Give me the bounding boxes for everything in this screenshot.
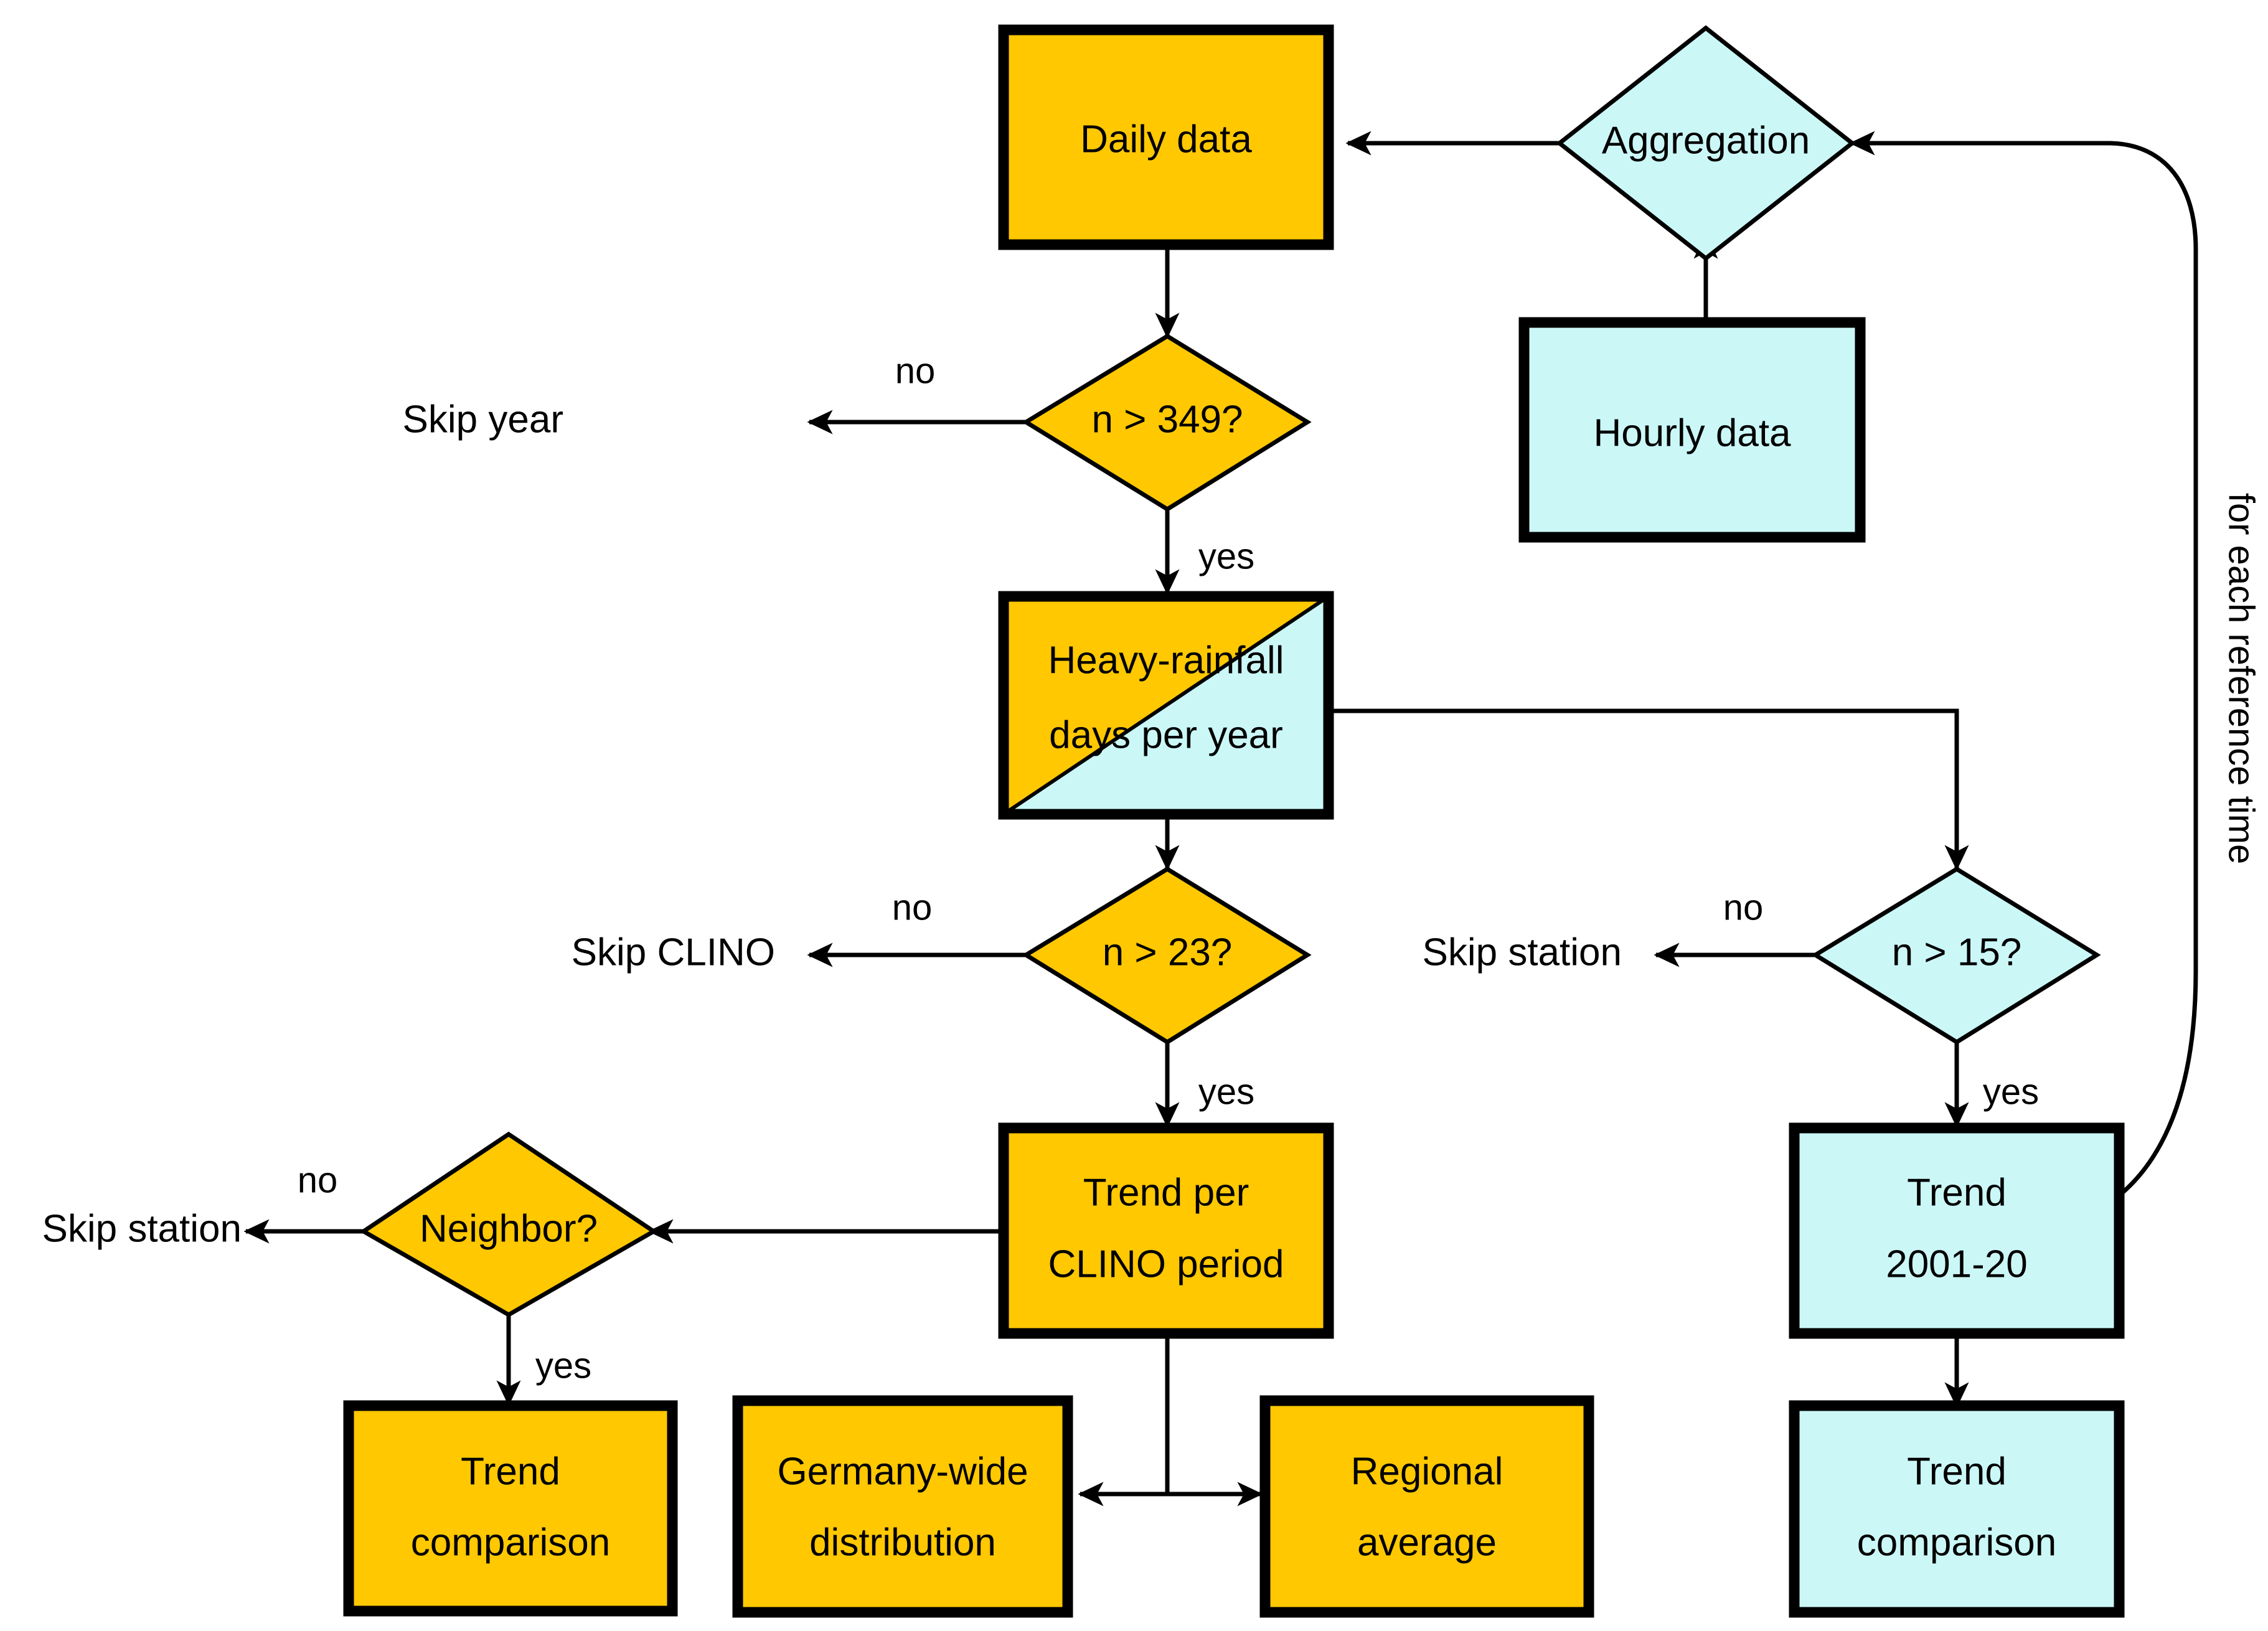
node-n-gt-23: n > 23? [1022,866,1312,1045]
terminal-skip-clino: Skip CLINO [572,931,775,974]
heavy-rainfall-label-line1: Heavy-rainfall [1048,639,1284,682]
regional-average-box [1259,1395,1594,1618]
trend-comparison-left-label-line1: Trend [461,1450,560,1493]
node-neighbor: Neighbor? [359,1131,658,1318]
daily-data-box [998,24,1334,250]
trend-per-clino-box [998,1122,1334,1339]
heavy-rainfall-label-line2: days per year [1049,713,1283,756]
node-daily-data: Daily data [998,24,1334,250]
trend-comparison-right-label-line1: Trend [1907,1450,2007,1493]
hourly-data-label: Hourly data [1593,411,1791,454]
trend-comparison-left-label-line2: comparison [411,1521,610,1564]
daily-data-label: Daily data [1080,118,1252,161]
edge-label-no-349: no [895,350,936,391]
regional-average-label-line1: Regional [1351,1450,1503,1493]
node-heavy-rainfall-days: Heavy-rainfall days per year [998,591,1334,820]
n-gt-15-diamond [1811,866,2101,1045]
neighbor-label: Neighbor? [420,1207,598,1250]
germany-wide-label-line1: Germany-wide [777,1450,1028,1493]
node-n-gt-349: n > 349? [1022,333,1312,512]
node-trend-2001-20: Trend 2001-20 [1789,1122,2125,1339]
node-regional-average: Regional average [1259,1395,1594,1618]
node-hourly-data: Hourly data [1518,317,1866,543]
trend-2001-20-label-line2: 2001-20 [1886,1243,2028,1286]
edge-label-no-23: no [892,887,933,928]
trend-per-clino-label-line2: CLINO period [1048,1243,1284,1286]
edge-label-yes-23: yes [1198,1071,1254,1112]
n-gt-15-label: n > 15? [1892,931,2022,974]
edge-heavy-rainfall-to-n15 [1330,708,1969,871]
edge-label-no-15: no [1723,887,1764,928]
edge-label-yes-neighbor: yes [535,1345,591,1386]
n-gt-349-diamond [1022,333,1312,512]
aggregation-diamond [1556,25,1856,261]
edge-loop-back-to-aggregation [1849,131,2198,1220]
node-germany-wide-distribution: Germany-wide distribution [732,1395,1073,1618]
trend-comparison-left-box [343,1400,678,1617]
node-trend-per-clino: Trend per CLINO period [998,1122,1334,1339]
trend-per-clino-label-line1: Trend per [1083,1171,1249,1214]
heavy-rainfall-box-outline [998,591,1334,820]
n-gt-23-label: n > 23? [1103,931,1233,974]
node-aggregation: Aggregation [1556,25,1856,261]
node-n-gt-15: n > 15? [1811,866,2101,1045]
trend-comparison-right-label-line2: comparison [1857,1521,2056,1564]
node-trend-comparison-left: Trend comparison [343,1400,678,1617]
terminal-skip-station-right: Skip station [1422,931,1622,974]
terminal-skip-year: Skip year [403,398,563,441]
node-trend-comparison-right: Trend comparison [1789,1400,2125,1618]
edge-label-no-neighbor: no [298,1160,338,1200]
heavy-rainfall-diagonal-divider [1004,596,1329,814]
edge-label-for-each-reference-time: for each reference time [2221,493,2262,864]
n-gt-23-diamond [1022,866,1312,1045]
trend-comparison-right-box [1789,1400,2125,1618]
trend-2001-20-box [1789,1122,2125,1339]
germany-wide-label-line2: distribution [809,1521,996,1564]
edge-label-yes-15: yes [1983,1071,2039,1112]
n-gt-349-label: n > 349? [1091,398,1243,441]
trend-2001-20-label-line1: Trend [1907,1171,2007,1214]
regional-average-label-line2: average [1357,1521,1497,1564]
germany-wide-box [732,1395,1073,1618]
neighbor-diamond [359,1131,658,1318]
aggregation-label: Aggregation [1602,119,1810,162]
hourly-data-box [1518,317,1866,543]
edge-label-yes-349: yes [1198,536,1254,576]
terminal-skip-station-left: Skip station [42,1207,242,1250]
